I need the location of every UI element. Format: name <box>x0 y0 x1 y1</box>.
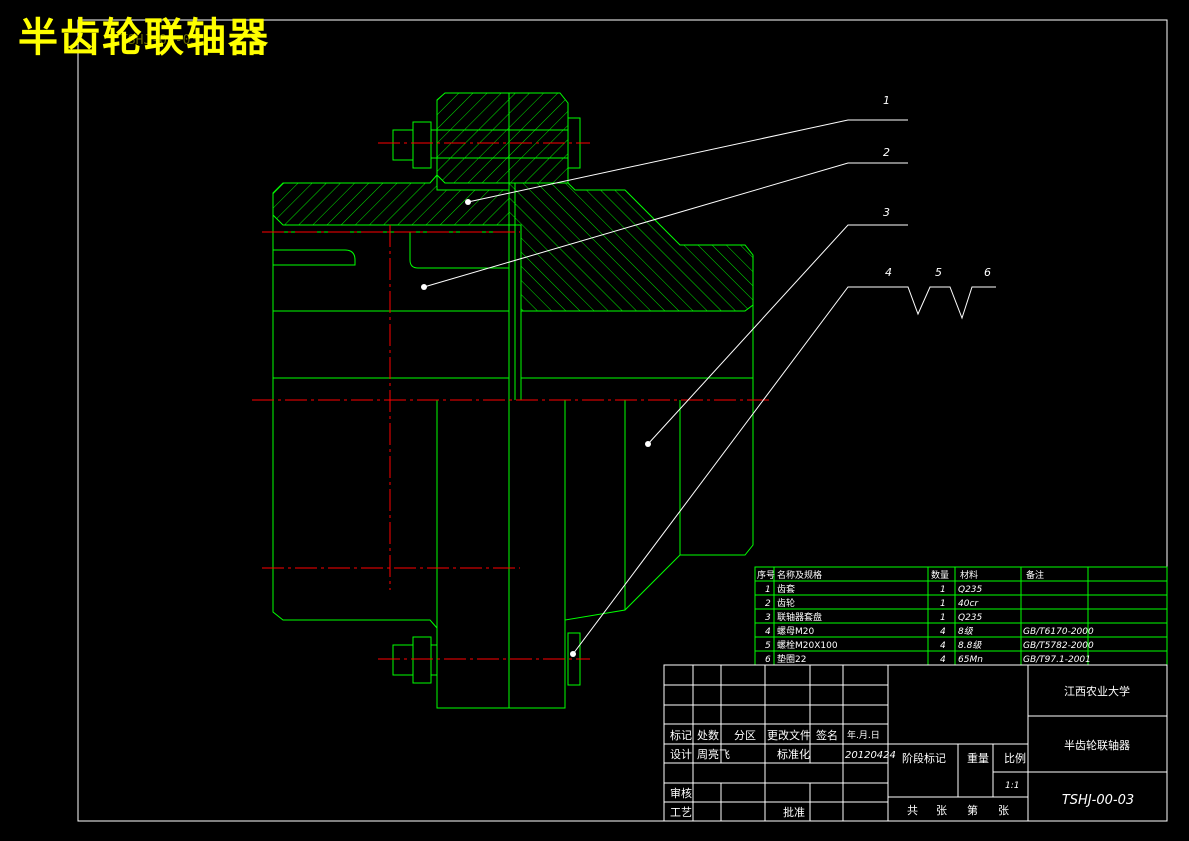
bom-cell: 2 <box>765 599 771 609</box>
tb-process: 工艺 <box>670 806 692 819</box>
tb-date: 年.月.日 <box>847 729 880 741</box>
bom-cell: 联轴器套盘 <box>777 611 822 623</box>
bom-h-mat: 材料 <box>960 569 978 581</box>
page-title: 半齿轮联轴器 <box>18 15 270 61</box>
tb-weight: 重量 <box>967 751 989 765</box>
bom-cell: 4 <box>765 627 771 637</box>
tb-part-name: 半齿轮联轴器 <box>1064 738 1130 752</box>
leader-lines <box>423 119 996 655</box>
bom-cell: 齿套 <box>777 583 795 595</box>
bom-cell: 4 <box>940 627 946 637</box>
tb-sheet: 张 <box>998 804 1009 817</box>
tb-change-doc: 更改文件 <box>767 728 811 742</box>
bom-cell: GB/T6170-2000 <box>1023 627 1094 637</box>
callout-3: 3 <box>883 206 890 219</box>
hub-hatch <box>508 182 754 312</box>
bom-cell: GB/T97.1-2001 <box>1023 655 1091 665</box>
tb-mark: 标记 <box>670 728 692 742</box>
tb-design: 设计 <box>670 748 692 761</box>
bom-cell: 螺栓M20X100 <box>777 639 838 651</box>
bom-cell: 8.8级 <box>958 640 982 651</box>
bom-cell: 4 <box>940 655 946 665</box>
bom-cell: 齿轮 <box>777 597 795 609</box>
tb-design-date: 20120424 <box>845 750 896 761</box>
bom-cell: Q235 <box>958 585 983 595</box>
bom-cell: 1 <box>765 585 771 595</box>
tb-no: 第 <box>967 803 978 817</box>
bom-cell: 6 <box>765 655 771 665</box>
bom-cell: 螺母M20 <box>777 626 814 637</box>
bom-cell: GB/T5782-2000 <box>1023 641 1094 651</box>
tb-zone: 分区 <box>734 729 756 742</box>
bom-cell: 5 <box>765 641 771 651</box>
bom-cell: 4 <box>940 641 946 651</box>
tb-sheets: 张 <box>936 804 947 817</box>
tb-drawing-no: TSHJ-00-03 <box>1062 793 1134 808</box>
tb-designer: 周亮飞 <box>697 747 730 761</box>
tb-school: 江西农业大学 <box>1064 684 1130 698</box>
coupling-section <box>272 92 754 709</box>
callout-labels: 1 2 3 4 5 6 <box>883 94 991 279</box>
top-bolt-head <box>392 129 414 161</box>
bom-h-qty: 数量 <box>931 569 949 581</box>
bom-h-note: 备注 <box>1026 569 1044 581</box>
leader-dots <box>421 199 651 657</box>
tb-review: 审核 <box>670 786 692 800</box>
bom-cell: 40cr <box>958 599 979 609</box>
tb-total: 共 <box>907 804 918 817</box>
bom-cell: 3 <box>765 613 771 623</box>
callout-2: 2 <box>883 146 890 159</box>
bom-h-no: 序号 <box>757 569 775 581</box>
callout-5: 5 <box>935 266 942 279</box>
callout-6: 6 <box>984 266 991 279</box>
tb-sign: 签名 <box>816 728 838 742</box>
bom-cell: 8级 <box>958 626 974 637</box>
bom-cell: 65Mn <box>958 655 983 665</box>
tb-approve: 批准 <box>783 805 805 819</box>
bom-h-name: 名称及规格 <box>777 569 822 581</box>
bom-cell: Q235 <box>958 613 983 623</box>
bom-cell: 1 <box>940 599 946 609</box>
tb-scale: 比例 <box>1004 751 1026 765</box>
tb-count: 处数 <box>697 729 719 742</box>
tb-standard: 标准化 <box>777 747 810 761</box>
sleeve-flange-hatch <box>436 92 569 184</box>
center-lines <box>252 142 770 660</box>
bom-cell: 1 <box>940 613 946 623</box>
callout-4: 4 <box>885 266 892 279</box>
tb-stage: 阶段标记 <box>902 751 946 765</box>
tb-scale-value: 1:1 <box>1005 781 1019 791</box>
bom-cell: 垫圈22 <box>777 653 806 665</box>
title-block: 标记 处数 分区 更改文件 签名 年.月.日 设计 周亮飞 标准化 201204… <box>663 664 1168 822</box>
bottom-bolt-head <box>392 644 414 676</box>
faint-drawing-code: TSHJ-00-03 <box>120 33 199 48</box>
callout-1: 1 <box>883 94 890 107</box>
outer-frame <box>77 19 1168 822</box>
bom-cell: 1 <box>940 585 946 595</box>
